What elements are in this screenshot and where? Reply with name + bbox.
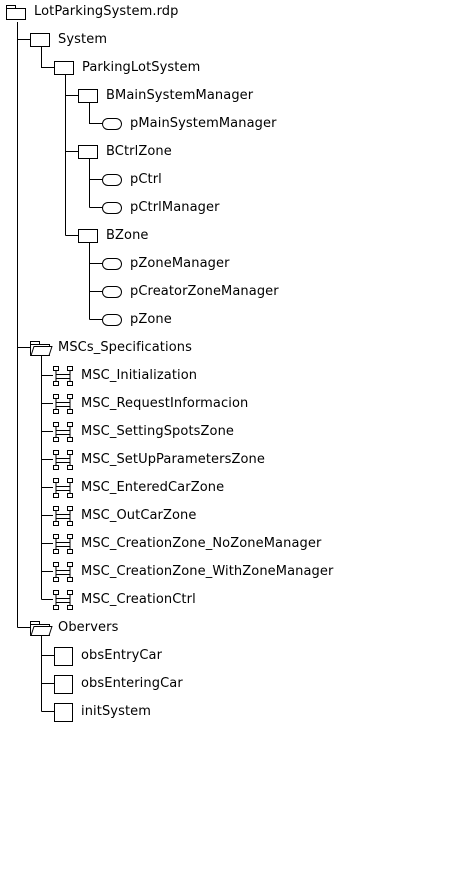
tree-node-label: MSC_CreationCtrl — [81, 592, 196, 607]
tree-node-label: BZone — [106, 228, 149, 243]
tree-node-observer[interactable]: obsEnteringCar — [54, 674, 183, 694]
system-box-icon — [54, 61, 74, 75]
tree-node-label: ParkingLotSystem — [82, 60, 201, 75]
msc-diagram-icon — [53, 534, 73, 554]
observer-square-icon — [54, 646, 73, 666]
tree-node-bzone[interactable]: BZone — [78, 226, 149, 246]
tree-node-pzone[interactable]: pZone — [102, 310, 172, 330]
process-icon — [102, 286, 122, 298]
open-folder-icon — [30, 341, 53, 356]
tree-node-label: BMainSystemManager — [106, 88, 254, 103]
msc-diagram-icon — [53, 506, 73, 526]
tree-node-label: System — [58, 32, 108, 47]
tree-node-msc[interactable]: MSC_EnteredCarZone — [53, 478, 224, 498]
tree-node-msc[interactable]: MSC_OutCarZone — [53, 506, 197, 526]
tree-node-pctrl[interactable]: pCtrl — [102, 170, 162, 190]
tree-node-root[interactable]: LotParkingSystem.rdp — [6, 2, 179, 22]
tree-node-pzone-manager[interactable]: pZoneManager — [102, 254, 230, 274]
tree-node-label: MSC_RequestInformacion — [81, 396, 249, 411]
tree-node-label: MSC_CreationZone_NoZoneManager — [81, 536, 322, 551]
tree-node-label: MSCs_Specifications — [58, 340, 192, 355]
open-folder-icon — [30, 621, 53, 636]
tree-node-label: MSC_CreationZone_WithZoneManager — [81, 564, 334, 579]
tree-node-label: pZone — [130, 312, 172, 327]
tree-node-observer[interactable]: initSystem — [54, 702, 151, 722]
msc-diagram-icon — [53, 562, 73, 582]
msc-diagram-icon — [53, 590, 73, 610]
block-box-icon — [78, 89, 98, 103]
tree-node-label: LotParkingSystem.rdp — [34, 4, 179, 19]
tree-node-label: pCtrl — [130, 172, 162, 187]
tree-node-label: obsEntryCar — [81, 648, 163, 663]
tree-node-label: Obervers — [58, 620, 119, 635]
tree-node-label: pCtrlManager — [130, 200, 220, 215]
observer-square-icon — [54, 674, 73, 694]
tree-node-msc[interactable]: MSC_SetUpParametersZone — [53, 450, 265, 470]
tree-node-msc[interactable]: MSC_CreationZone_NoZoneManager — [53, 534, 321, 554]
tree-node-msc[interactable]: MSC_RequestInformacion — [53, 394, 248, 414]
process-icon — [102, 258, 122, 270]
tree-node-label: BCtrlZone — [106, 144, 172, 159]
observer-square-icon — [54, 702, 73, 722]
msc-diagram-icon — [53, 366, 73, 386]
tree-node-pmain-system-manager[interactable]: pMainSystemManager — [102, 114, 277, 134]
process-icon — [102, 174, 122, 186]
tree-node-msc[interactable]: MSC_Initialization — [53, 366, 197, 386]
tree-node-observer[interactable]: obsEntryCar — [54, 646, 162, 666]
tree-node-label: MSC_SetUpParametersZone — [81, 452, 265, 467]
process-icon — [102, 202, 122, 214]
tree-node-msc[interactable]: MSC_CreationCtrl — [53, 590, 196, 610]
block-box-icon — [78, 145, 98, 159]
tree-node-label: MSC_SettingSpotsZone — [81, 424, 235, 439]
tree-node-bmain-system-manager[interactable]: BMainSystemManager — [78, 86, 253, 106]
tree-node-msc[interactable]: MSC_CreationZone_WithZoneManager — [53, 562, 333, 582]
msc-diagram-icon — [53, 478, 73, 498]
tree-node-label: MSC_Initialization — [81, 368, 198, 383]
tree-node-label: pZoneManager — [130, 256, 230, 271]
tree-node-system[interactable]: System — [30, 30, 107, 50]
tree-node-label: obsEnteringCar — [81, 676, 183, 691]
block-box-icon — [78, 229, 98, 243]
tree-node-label: pMainSystemManager — [130, 116, 277, 131]
process-icon — [102, 314, 122, 326]
tree-node-pcreator-zone-manager[interactable]: pCreatorZoneManager — [102, 282, 279, 302]
system-box-icon — [30, 33, 50, 47]
msc-diagram-icon — [53, 450, 73, 470]
tree-node-msc[interactable]: MSC_SettingSpotsZone — [53, 422, 234, 442]
folder-icon — [6, 5, 26, 20]
process-icon — [102, 118, 122, 130]
tree-node-parking-lot-system[interactable]: ParkingLotSystem — [54, 58, 200, 78]
tree-node-mscs-specifications[interactable]: MSCs_Specifications — [30, 338, 192, 358]
msc-diagram-icon — [53, 394, 73, 414]
tree-node-label: pCreatorZoneManager — [130, 284, 279, 299]
tree-node-obervers[interactable]: Obervers — [30, 618, 118, 638]
tree-node-label: MSC_OutCarZone — [81, 508, 197, 523]
tree-node-bctrl-zone[interactable]: BCtrlZone — [78, 142, 172, 162]
tree-node-label: initSystem — [81, 704, 152, 719]
tree-node-label: MSC_EnteredCarZone — [81, 480, 225, 495]
tree-node-pctrl-manager[interactable]: pCtrlManager — [102, 198, 220, 218]
msc-diagram-icon — [53, 422, 73, 442]
